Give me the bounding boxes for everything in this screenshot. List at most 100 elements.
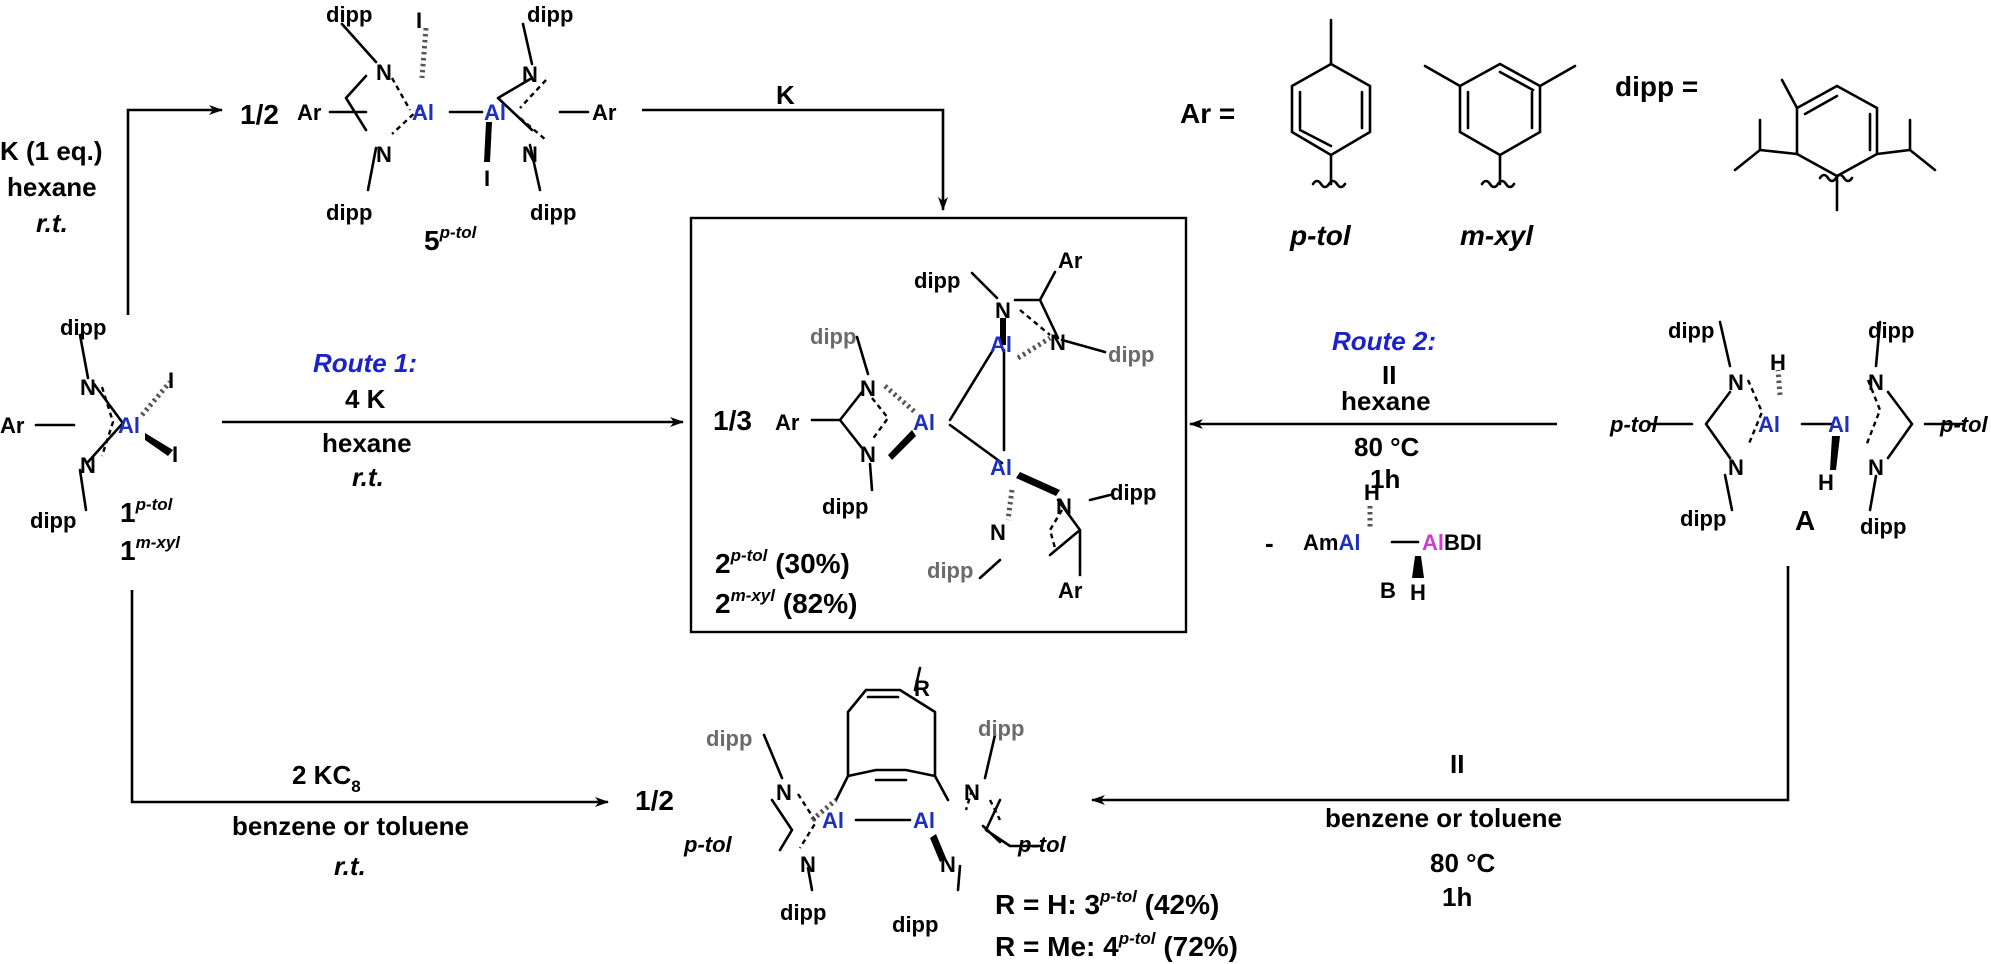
r-label: R <box>914 676 930 701</box>
dipp-label: dipp <box>780 900 826 925</box>
al-label: Al <box>990 332 1012 357</box>
dipp-label: dipp <box>1868 318 1914 343</box>
substituent-definitions: Ar = p-tol m-xyl dipp = <box>1180 18 1937 251</box>
route2-title: Route 2: <box>1332 326 1436 356</box>
n-label: N <box>1868 370 1884 395</box>
iodide-label: I <box>416 8 422 33</box>
dipp-label: dipp <box>1668 318 1714 343</box>
ar-label: Ar <box>1058 248 1083 273</box>
ar-definition: Ar = <box>1180 98 1235 129</box>
dipp-label: dipp <box>527 2 573 27</box>
compound-3-4: 1/2 R dipp N p-tol Al Al N dipp dipp N p… <box>635 666 1238 962</box>
compound-1-ptol: 1p-tol <box>120 495 174 528</box>
yield-4: R = Me: 4p-tol (72%) <box>995 929 1238 962</box>
al-label: Al <box>412 100 434 125</box>
compound-5-label: 5p-tol <box>424 223 478 256</box>
third-coefficient: 1/3 <box>713 405 752 436</box>
route2-time: 1h <box>1370 464 1400 494</box>
n-label: N <box>1728 455 1744 480</box>
h-label: H <box>1770 350 1786 375</box>
iodide-label: I <box>172 442 178 467</box>
kc8-solvent: benzene or toluene <box>232 811 469 841</box>
reagent-k-1eq: K (1 eq.) <box>0 136 103 166</box>
h-label: H <box>1364 480 1380 505</box>
al-label: Al <box>822 808 844 833</box>
ptol-label: p-tol <box>683 832 733 857</box>
br-reagent: II <box>1450 749 1464 779</box>
al-label: Al <box>913 410 935 435</box>
byproduct-b-label: B <box>1380 578 1396 603</box>
route2-solvent: hexane <box>1341 386 1431 416</box>
n-label: N <box>776 780 792 805</box>
byproduct-minus: - <box>1265 528 1274 558</box>
dipp-label: dipp <box>927 558 973 583</box>
n-label: N <box>80 375 96 400</box>
ptol-label: p-tol <box>1017 832 1067 857</box>
n-label: N <box>860 442 876 467</box>
dipp-label: dipp <box>30 508 76 533</box>
compound-5: 1/2 dipp N I Ar Al Al Ar N N N I dipp di… <box>240 2 795 256</box>
reagent-k: K <box>776 80 795 110</box>
route1-conditions: Route 1: 4 K hexane r.t. <box>313 348 417 492</box>
al-label: Al <box>1758 412 1780 437</box>
kc8-reagent: 2 KC8 <box>292 760 361 796</box>
dipp-label: dipp <box>530 200 576 225</box>
al-label: Al <box>484 100 506 125</box>
compound-1-mxyl: 1m-xyl <box>120 533 181 566</box>
ar-label: Ar <box>592 100 617 125</box>
ar-label: Ar <box>775 410 800 435</box>
arrow-A-to-product34 <box>1091 566 1790 805</box>
dipp-label: dipp <box>1108 342 1154 367</box>
dipp-label: dipp <box>1680 506 1726 531</box>
ptol-label: p-tol <box>1289 220 1352 251</box>
yield-2-mxyl: 2m-xyl (82%) <box>715 586 857 619</box>
route2-temp: 80 °C <box>1354 432 1420 462</box>
n-label: N <box>1050 330 1066 355</box>
route1-reagent: 4 K <box>345 384 386 414</box>
br-time: 1h <box>1442 882 1472 912</box>
ar-label: Ar <box>0 413 25 438</box>
ar-label: Ar <box>1058 578 1083 603</box>
n-label: N <box>990 520 1006 545</box>
compound-A-label: A <box>1795 505 1815 536</box>
dipp-label: dipp <box>1110 480 1156 505</box>
n-label: N <box>995 298 1011 323</box>
al-label: Al <box>990 455 1012 480</box>
al-label: Al <box>913 808 935 833</box>
n-label: N <box>964 780 980 805</box>
n-label: N <box>522 62 538 87</box>
temp-rt: r.t. <box>36 208 68 238</box>
conditions-bottom-right: II benzene or toluene 80 °C 1h <box>1325 749 1562 912</box>
n-label: N <box>860 376 876 401</box>
kc8-conditions: 2 KC8 benzene or toluene r.t. <box>232 760 469 881</box>
dipp-label: dipp <box>892 912 938 937</box>
mxyl-label: m-xyl <box>1460 220 1534 251</box>
route1-temp: r.t. <box>352 462 384 492</box>
half-coefficient: 1/2 <box>240 99 279 130</box>
n-label: N <box>1056 494 1072 519</box>
byproduct-formula: AmAl <box>1303 530 1360 555</box>
arrow-to-dimer5 <box>126 105 223 315</box>
route2-conditions: Route 2: II hexane 80 °C 1h - AmAl H AlB… <box>1265 326 1482 605</box>
br-temp: 80 °C <box>1430 848 1496 878</box>
n-label: N <box>800 852 816 877</box>
compound-2: 1/3 Ar dipp N Al N dipp dipp Ar N N dipp… <box>713 248 1156 619</box>
n-label: N <box>80 453 96 478</box>
product-box <box>689 216 1188 634</box>
n-label: N <box>1868 455 1884 480</box>
compound-A: dipp N H p-tol Al Al p-tol N H dipp N N … <box>1609 318 1989 539</box>
al-label: Al <box>118 413 140 438</box>
iodide-label: I <box>484 166 490 191</box>
dipp-label: dipp <box>326 200 372 225</box>
dipp-label: dipp <box>326 2 372 27</box>
h-label: H <box>1410 580 1426 605</box>
dipp-label: dipp <box>1860 514 1906 539</box>
n-label: N <box>376 60 392 85</box>
arrow-dimer5-to-product <box>642 108 948 211</box>
dipp-label: dipp <box>706 726 752 751</box>
dipp-label: dipp <box>978 716 1024 741</box>
route1-solvent: hexane <box>322 428 412 458</box>
n-label: N <box>376 142 392 167</box>
h-label: H <box>1818 470 1834 495</box>
